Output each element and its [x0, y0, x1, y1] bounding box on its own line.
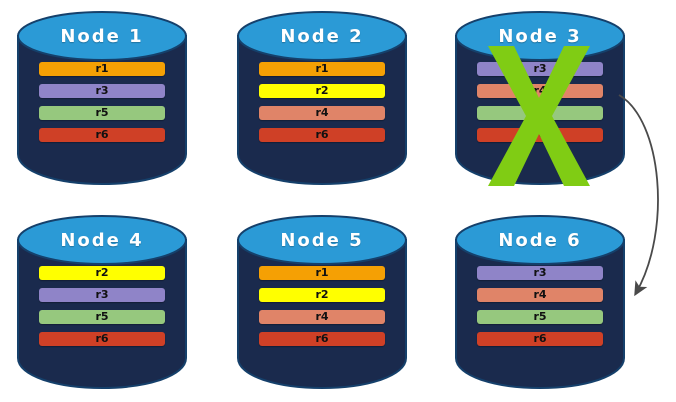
- replica-bar[interactable]: r1: [259, 266, 385, 280]
- replica-bar-list: r1 r2 r4 r6: [259, 266, 385, 354]
- replica-bar[interactable]: r4: [477, 288, 603, 302]
- replica-bar[interactable]: r6: [259, 332, 385, 346]
- replica-bar[interactable]: r2: [39, 266, 165, 280]
- replica-bar[interactable]: r5: [477, 106, 603, 120]
- replica-bar[interactable]: r6: [477, 128, 603, 142]
- replica-bar[interactable]: r2: [259, 84, 385, 98]
- replica-bar[interactable]: r6: [39, 128, 165, 142]
- replica-bar-list: r3 r4 r5 r6: [477, 62, 603, 150]
- replica-bar[interactable]: r5: [477, 310, 603, 324]
- cylinder-top-ellipse: [17, 215, 187, 265]
- replica-bar[interactable]: r4: [259, 106, 385, 120]
- replica-bar[interactable]: r5: [39, 106, 165, 120]
- cylinder-top-ellipse: [237, 215, 407, 265]
- replica-bar[interactable]: r3: [477, 62, 603, 76]
- replica-bar[interactable]: r3: [477, 266, 603, 280]
- replica-bar-list: r1 r2 r4 r6: [259, 62, 385, 150]
- replica-bar[interactable]: r1: [39, 62, 165, 76]
- replica-bar[interactable]: r1: [259, 62, 385, 76]
- replica-bar-list: r1 r3 r5 r6: [39, 62, 165, 150]
- replica-bar[interactable]: r6: [39, 332, 165, 346]
- replica-bar[interactable]: r5: [39, 310, 165, 324]
- replica-bar[interactable]: r6: [259, 128, 385, 142]
- replica-bar[interactable]: r6: [477, 332, 603, 346]
- replica-bar[interactable]: r4: [477, 84, 603, 98]
- replica-bar[interactable]: r3: [39, 84, 165, 98]
- replica-bar-list: r3 r4 r5 r6: [477, 266, 603, 354]
- replica-bar[interactable]: r2: [259, 288, 385, 302]
- replica-bar-list: r2 r3 r5 r6: [39, 266, 165, 354]
- cylinder-top-ellipse: [455, 215, 625, 265]
- replica-bar[interactable]: r3: [39, 288, 165, 302]
- cylinder-top-ellipse: [237, 11, 407, 61]
- cylinder-top-ellipse: [17, 11, 187, 61]
- cylinder-top-ellipse: [455, 11, 625, 61]
- replica-bar[interactable]: r4: [259, 310, 385, 324]
